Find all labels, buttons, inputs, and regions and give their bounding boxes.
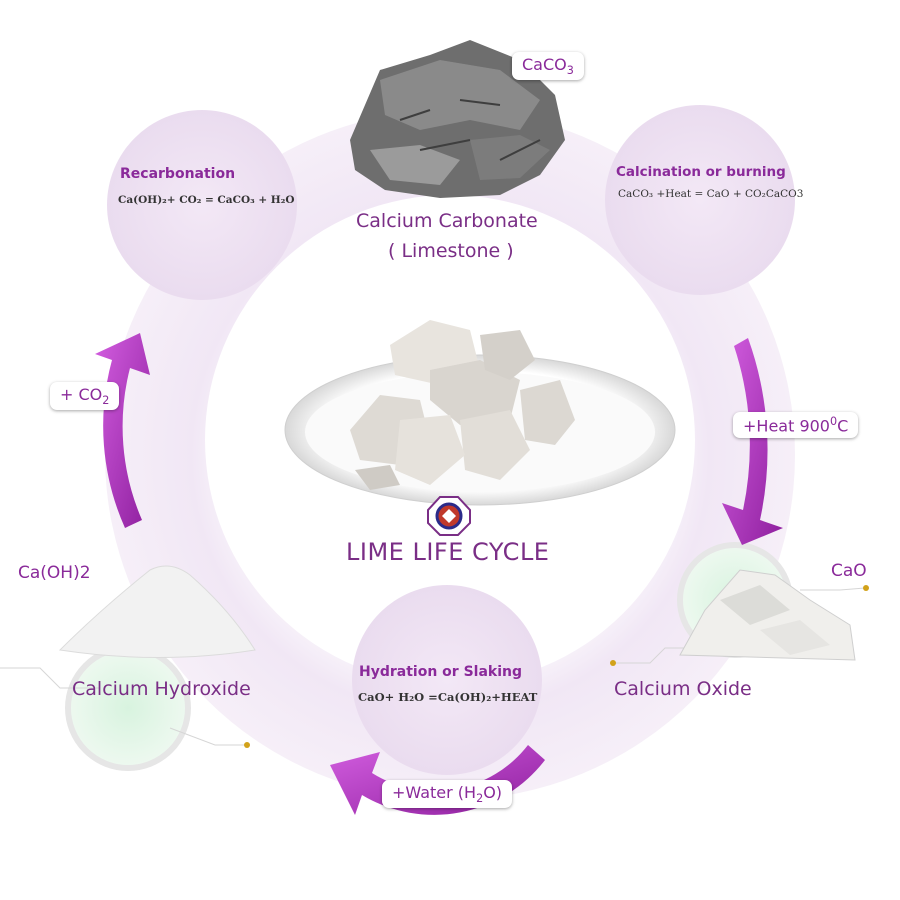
calcium-hydroxide-label: Calcium Hydroxide [72,678,251,700]
hydration-title: Hydration or Slaking [359,664,522,680]
heat-tag: +Heat 9000C [733,412,859,439]
recarbonation-equation: Ca(OH)₂+ CO₂ = CaCO₃ + H₂O [118,194,295,206]
recarbonation-title: Recarbonation [120,166,236,182]
calcination-title: Calcination or burning [616,164,786,180]
cao-formula: CaO [831,561,867,581]
hydroxide-powder-image [58,565,256,658]
limestone-image [350,40,565,198]
hydroxide-glow [65,645,191,771]
water-tag: +Water (H2O) [382,780,513,809]
caoh2-formula: Ca(OH)2 [18,563,91,583]
hydration-equation: CaO+ H₂O =Ca(OH)₂+HEAT [358,690,538,704]
co2-tag: + CO2 [50,382,120,411]
right-arrow [722,338,783,545]
calcium-oxide-label: Calcium Oxide [614,678,752,700]
recarbonation-circle [107,110,297,300]
calcination-circle [605,105,795,295]
limestone-label: ( Limestone ) [388,240,514,262]
calcium-carbonate-label: Calcium Carbonate [356,210,538,232]
left-arrow [95,333,150,528]
oxide-pile-image [679,569,856,661]
caco3-formula-tag: CaCO3 [512,52,584,81]
hydration-circle [352,585,542,775]
emblem-logo [427,496,471,536]
calcination-equation: CaCO₃ +Heat = CaO + CO₂CaCO3 [618,188,804,200]
main-title: LIME LIFE CYCLE [346,538,550,566]
lime-stones-image [350,320,575,490]
